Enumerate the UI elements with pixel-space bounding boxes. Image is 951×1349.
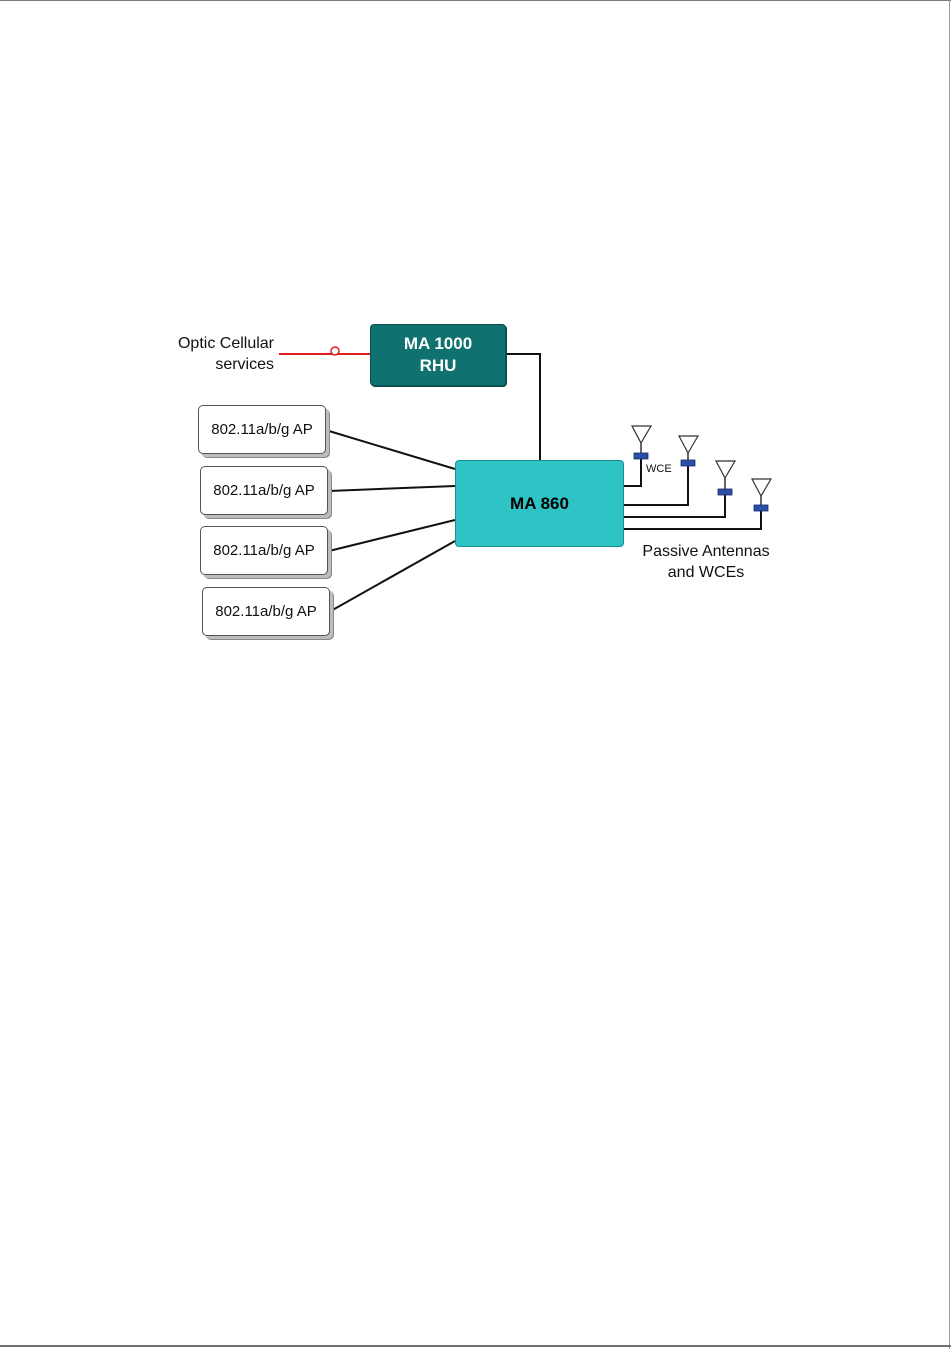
access-point-node: 802.11a/b/g AP (200, 526, 328, 575)
page-bottom-rule (0, 1345, 951, 1347)
passive-label-line-2: and WCEs (626, 562, 786, 583)
rhu-node: MA 1000 RHU (370, 324, 506, 386)
antenna-icon (632, 426, 651, 459)
antenna-icon (679, 436, 698, 466)
passive-antennas-label: Passive Antennas and WCEs (626, 541, 786, 583)
antenna-feed-4 (624, 511, 761, 529)
access-point-label: 802.11a/b/g AP (211, 421, 312, 438)
ap-link-2 (329, 486, 455, 491)
wce-connector-icon (681, 460, 695, 466)
wce-connector-icon (718, 489, 732, 495)
hub-label: MA 860 (510, 494, 569, 514)
wce-connector-icon (754, 505, 768, 511)
optic-label-line-1: Optic Cellular (150, 333, 274, 354)
rhu-label-line-1: MA 1000 (371, 333, 505, 355)
access-point-node: 802.11a/b/g AP (202, 587, 330, 636)
access-point-label: 802.11a/b/g AP (215, 603, 316, 620)
optic-connector-icon (331, 347, 339, 355)
access-point-node: 802.11a/b/g AP (198, 405, 326, 454)
optic-label-line-2: services (150, 354, 274, 375)
ap-link-1 (329, 431, 455, 469)
antenna-feed-1 (624, 459, 641, 486)
rhu-label-line-2: RHU (371, 355, 505, 377)
rhu-hub-link (506, 354, 540, 461)
passive-label-line-1: Passive Antennas (626, 541, 786, 562)
access-point-label: 802.11a/b/g AP (213, 482, 314, 499)
ap-link-4 (329, 541, 455, 612)
ap-link-3 (329, 520, 455, 551)
wce-label: WCE (646, 463, 672, 476)
antenna-icon (752, 479, 771, 511)
hub-node: MA 860 (455, 460, 624, 547)
optic-cellular-label: Optic Cellular services (150, 333, 274, 375)
access-point-label: 802.11a/b/g AP (213, 542, 314, 559)
antenna-icon (716, 461, 735, 495)
access-point-node: 802.11a/b/g AP (200, 466, 328, 515)
wce-connector-icon (634, 453, 648, 459)
